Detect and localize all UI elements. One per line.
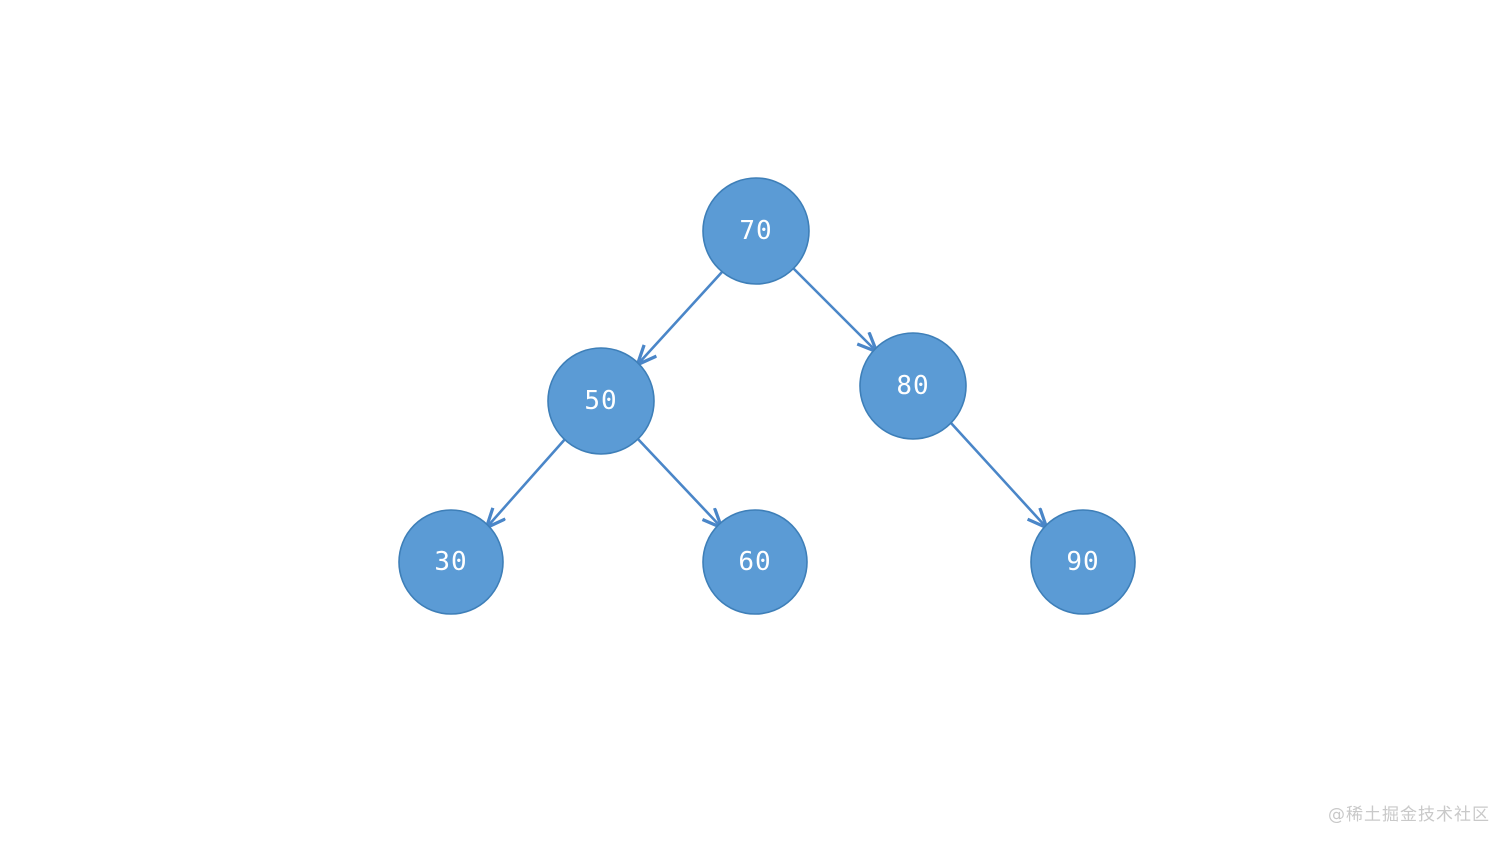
tree-edge-n70-to-n50 bbox=[638, 271, 723, 364]
tree-edge-n70-to-n80 bbox=[792, 267, 876, 351]
watermark-text: @稀土掘金技术社区 bbox=[1328, 805, 1490, 825]
tree-node-label-70: 70 bbox=[739, 216, 772, 246]
tree-node-circle-30 bbox=[398, 509, 504, 615]
tree-node-label-60: 60 bbox=[738, 547, 771, 577]
tree-node-label-30: 30 bbox=[434, 547, 467, 577]
tree-node-label-50: 50 bbox=[584, 386, 617, 416]
tree-edge-n50-to-n30 bbox=[487, 437, 567, 527]
tree-edge-n50-to-n60 bbox=[636, 437, 721, 527]
tree-node-circle-50 bbox=[547, 347, 655, 455]
tree-nodes-group: 70 50 80 30 60 90 bbox=[398, 177, 1136, 615]
tree-node-label-80: 80 bbox=[896, 371, 929, 401]
tree-edges-group bbox=[487, 267, 1046, 527]
tree-edge-n80-to-n90 bbox=[950, 422, 1046, 527]
tree-node-circle-70 bbox=[702, 177, 810, 285]
tree-node-label-90: 90 bbox=[1066, 547, 1099, 577]
tree-node-circle-80 bbox=[859, 332, 967, 440]
tree-node-circle-60 bbox=[702, 509, 808, 615]
tree-node-60[interactable]: 60 bbox=[702, 509, 808, 615]
tree-node-30[interactable]: 30 bbox=[398, 509, 504, 615]
tree-node-90[interactable]: 90 bbox=[1030, 509, 1136, 615]
tree-node-50[interactable]: 50 bbox=[547, 347, 655, 455]
tree-node-70[interactable]: 70 bbox=[702, 177, 810, 285]
tree-node-circle-90 bbox=[1030, 509, 1136, 615]
tree-node-80[interactable]: 80 bbox=[859, 332, 967, 440]
